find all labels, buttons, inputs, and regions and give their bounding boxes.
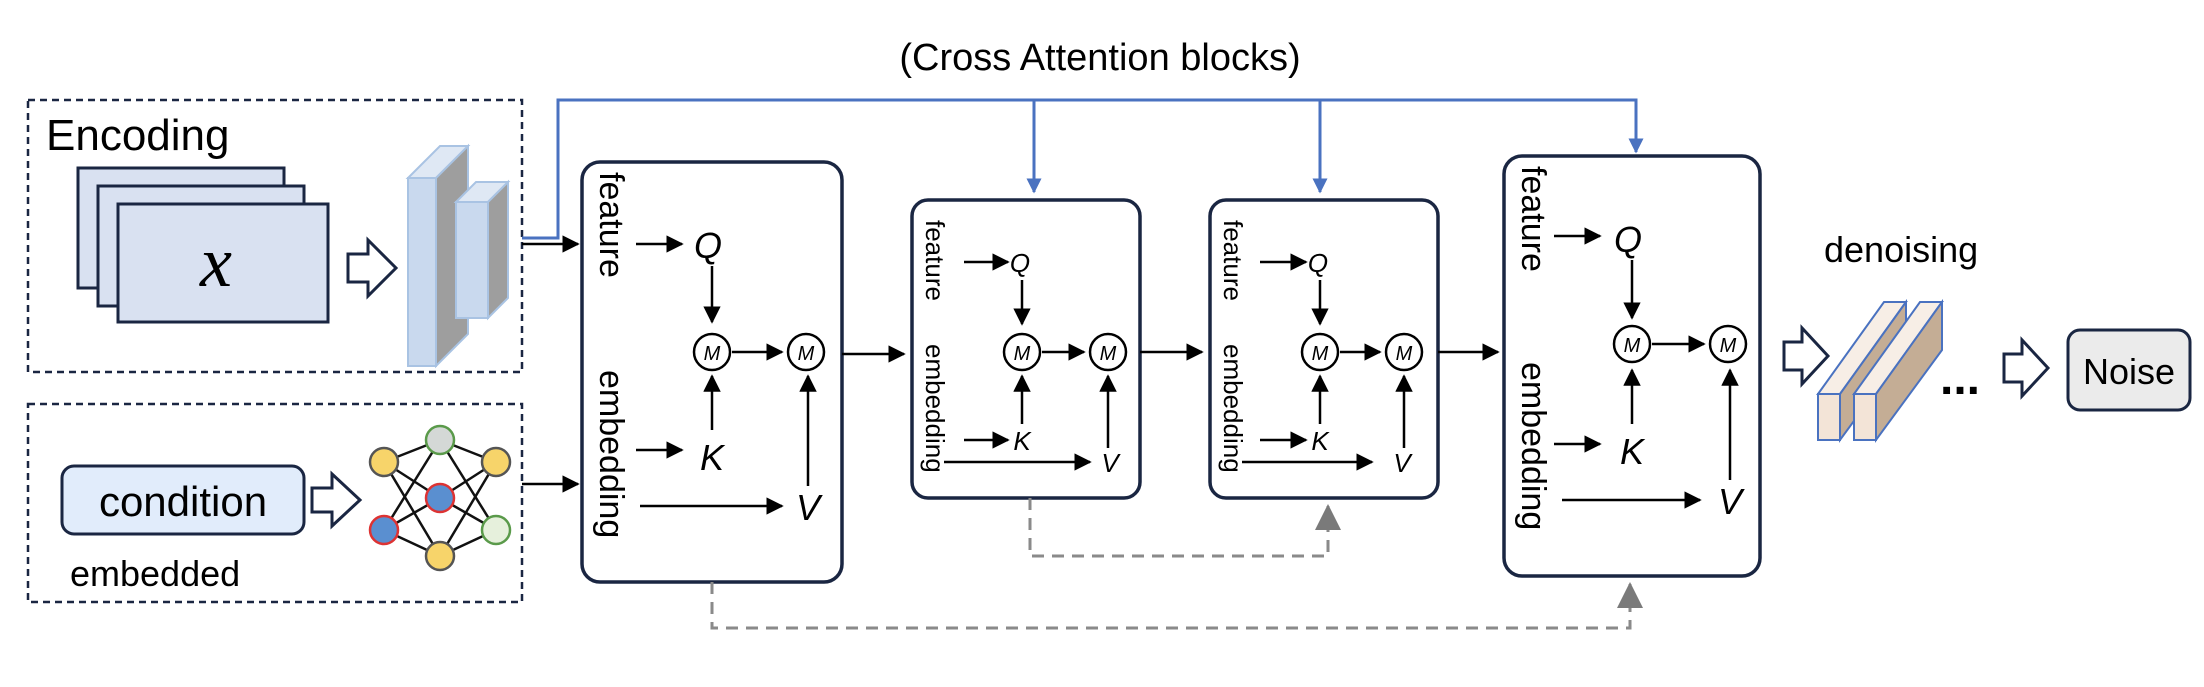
encoder-prisms: [405, 143, 511, 369]
noise-label: Noise: [2083, 351, 2175, 392]
block2-feature-label: feature: [920, 220, 950, 301]
condition-box: [60, 464, 306, 536]
block2-v: V: [1101, 448, 1121, 478]
encoding-group: [26, 98, 524, 374]
encoding-card-front: [116, 202, 330, 324]
cross-attention-feed-lines: [522, 98, 1644, 240]
block3-k: K: [1311, 426, 1330, 456]
skip-arrow-head-1: [1315, 504, 1341, 530]
block3-embedding-label: embedding: [1218, 344, 1248, 473]
block2-q: Q: [1010, 248, 1030, 278]
block1-v: V: [796, 487, 823, 528]
block4-m2: M: [1720, 335, 1737, 357]
condition-group: [26, 402, 524, 604]
condition-neural-network: [368, 424, 512, 572]
denoising-hollow-arrow: [1782, 324, 1831, 388]
encoding-symbol: x: [199, 222, 232, 302]
encoding-label: Encoding: [46, 111, 229, 160]
block3-m1: M: [1312, 343, 1329, 365]
denoising-label: denoising: [1824, 229, 1978, 270]
block3-feature-label: feature: [1218, 220, 1248, 301]
noise-hollow-arrow: [2002, 336, 2051, 400]
condition-hollow-arrow: [310, 470, 363, 530]
block4-v: V: [1718, 481, 1745, 522]
block3-q: Q: [1308, 248, 1328, 278]
block2-m1: M: [1014, 343, 1031, 365]
denoising-ellipsis: ...: [1940, 352, 1980, 405]
diagram-title: (Cross Attention blocks): [899, 37, 1300, 79]
block1-feature-label: feature: [592, 172, 630, 278]
skip-arrow-head-2: [1617, 582, 1643, 608]
block4-feature-label: feature: [1514, 166, 1552, 272]
attention-block-3: feature embedding Q M M K V: [1208, 198, 1440, 500]
attention-block-1: feature embedding Q M M K V: [580, 160, 844, 584]
encoding-hollow-arrow: [346, 236, 399, 300]
block2-k: K: [1013, 426, 1032, 456]
condition-caption: embedded: [70, 553, 240, 594]
block3-v: V: [1393, 448, 1413, 478]
block4-q: Q: [1614, 219, 1642, 260]
block4-embedding-label: embedding: [1514, 362, 1552, 530]
block1-m1: M: [704, 343, 721, 365]
block2-m2: M: [1100, 343, 1117, 365]
block1-m2: M: [798, 343, 815, 365]
block3-m2: M: [1396, 343, 1413, 365]
attention-block-4: feature embedding Q M M K V: [1502, 154, 1762, 578]
block4-m1: M: [1624, 335, 1641, 357]
condition-label: condition: [99, 478, 267, 525]
block1-embedding-label: embedding: [592, 370, 630, 538]
block4-k: K: [1620, 431, 1646, 472]
block1-q: Q: [694, 225, 722, 266]
noise-box: [2066, 328, 2192, 412]
block2-embedding-label: embedding: [920, 344, 950, 473]
attention-block-2: feature embedding Q M M K V: [910, 198, 1142, 500]
denoising-prisms: [1816, 298, 1944, 444]
skip-connections: [710, 498, 1632, 630]
block1-k: K: [700, 437, 726, 478]
